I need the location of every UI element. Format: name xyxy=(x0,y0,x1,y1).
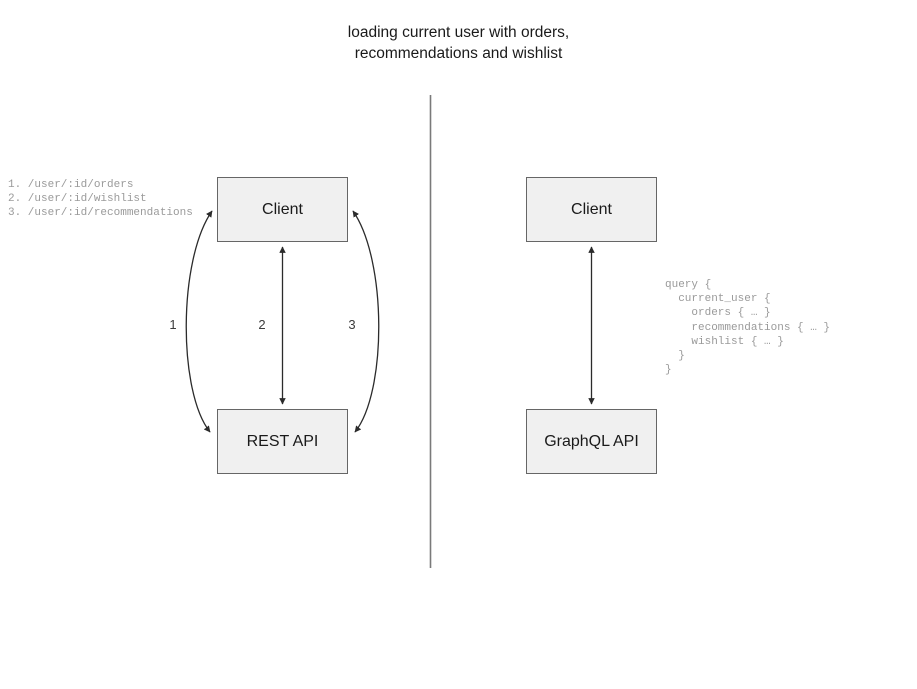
graphql-query-block: query { current_user { orders { … } reco… xyxy=(665,279,831,377)
node-graphql-api[interactable]: GraphQL API xyxy=(526,409,657,474)
edge-rest-3 xyxy=(352,210,380,433)
edge-rest-1 xyxy=(185,210,213,433)
node-rest-api[interactable]: REST API xyxy=(217,409,348,474)
rest-endpoint-list: 1. /user/:id/orders 2. /user/:id/wishlis… xyxy=(8,179,193,220)
node-client-graphql[interactable]: Client xyxy=(526,177,657,242)
node-client-rest[interactable]: Client xyxy=(217,177,348,242)
edge-label-3: 3 xyxy=(348,317,356,332)
edge-label-2: 2 xyxy=(258,317,266,332)
edge-label-1: 1 xyxy=(169,317,177,332)
diagram-title: loading current user with orders, recomm… xyxy=(347,24,570,62)
